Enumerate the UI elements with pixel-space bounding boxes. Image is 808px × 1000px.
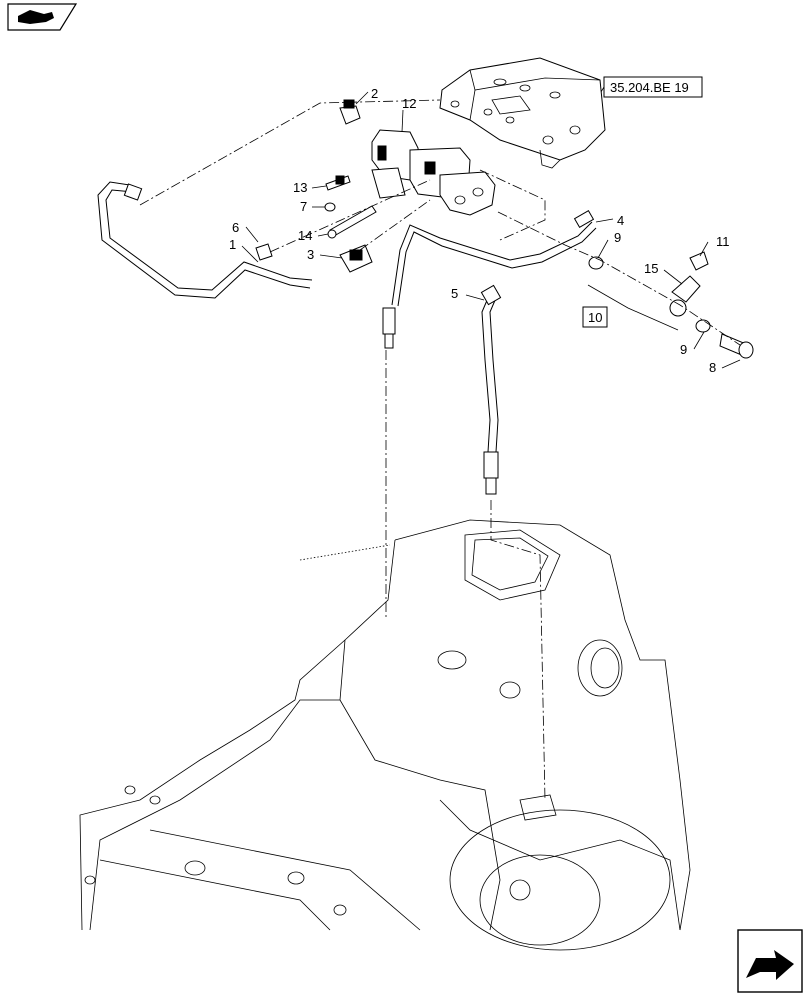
callout-9-bottom: 9	[680, 342, 687, 357]
solenoid-valve	[371, 129, 496, 216]
leader-lines	[241, 91, 741, 369]
callout-11: 11	[716, 234, 730, 249]
callout-14: 14	[298, 228, 312, 243]
group-box-10[interactable]: 10	[582, 306, 608, 328]
callout-labels: 2 12 13 7 14 6 1 3 4 9 11 15 5 9 8	[229, 86, 730, 375]
callout-12: 12	[402, 96, 416, 111]
callout-13: 13	[293, 180, 307, 195]
callout-8: 8	[709, 360, 716, 375]
next-page-arrow-icon[interactable]	[737, 929, 803, 993]
hose-5	[480, 284, 502, 495]
assembly-lines	[139, 99, 741, 801]
callout-6: 6	[232, 220, 239, 235]
callout-4: 4	[617, 213, 624, 228]
callout-2: 2	[371, 86, 378, 101]
washer-9-top	[588, 256, 604, 270]
callout-15: 15	[644, 261, 658, 276]
callout-5: 5	[451, 286, 458, 301]
pipe-1	[97, 181, 313, 299]
connector-3	[339, 244, 373, 273]
reference-box[interactable]: 35.204.BE 19	[589, 76, 703, 111]
fitting-15	[669, 275, 701, 317]
callout-9-top: 9	[614, 230, 621, 245]
bolt-13	[325, 175, 351, 191]
fitting-2	[339, 99, 361, 125]
pipe-4	[382, 209, 597, 349]
bolt-14	[327, 205, 377, 239]
reference-label: 35.204.BE 19	[610, 80, 689, 95]
washer-7	[324, 202, 336, 212]
book-hand-icon[interactable]	[7, 3, 78, 31]
banjo-bolt-8	[719, 333, 754, 359]
group-bracket-10	[587, 284, 679, 331]
washer-9-bottom	[695, 319, 711, 333]
callout-3: 3	[307, 247, 314, 262]
group-box-label: 10	[588, 310, 602, 325]
callout-1: 1	[229, 237, 236, 252]
valve-block	[439, 57, 606, 169]
transmission-housing	[79, 519, 691, 951]
cap-11	[689, 251, 709, 271]
cap-6	[255, 243, 273, 261]
callout-7: 7	[300, 199, 307, 214]
